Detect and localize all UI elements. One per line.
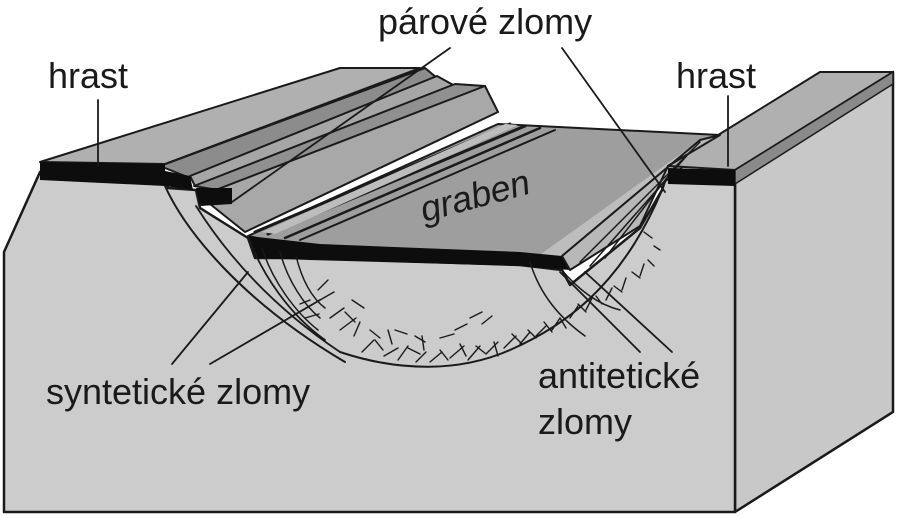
step-dark-layer-2 [196, 188, 232, 206]
label-antiteticke-line1: antitetické [538, 355, 700, 396]
label-synteticke-zlomy: syntetické zlomy [46, 371, 310, 412]
label-antiteticke-line2: zlomy [538, 401, 632, 442]
label-parove-zlomy: párové zlomy [378, 1, 592, 42]
right-horst-dark-layer [668, 168, 735, 186]
label-hrast-left: hrast [48, 55, 128, 96]
label-hrast-right: hrast [676, 55, 756, 96]
